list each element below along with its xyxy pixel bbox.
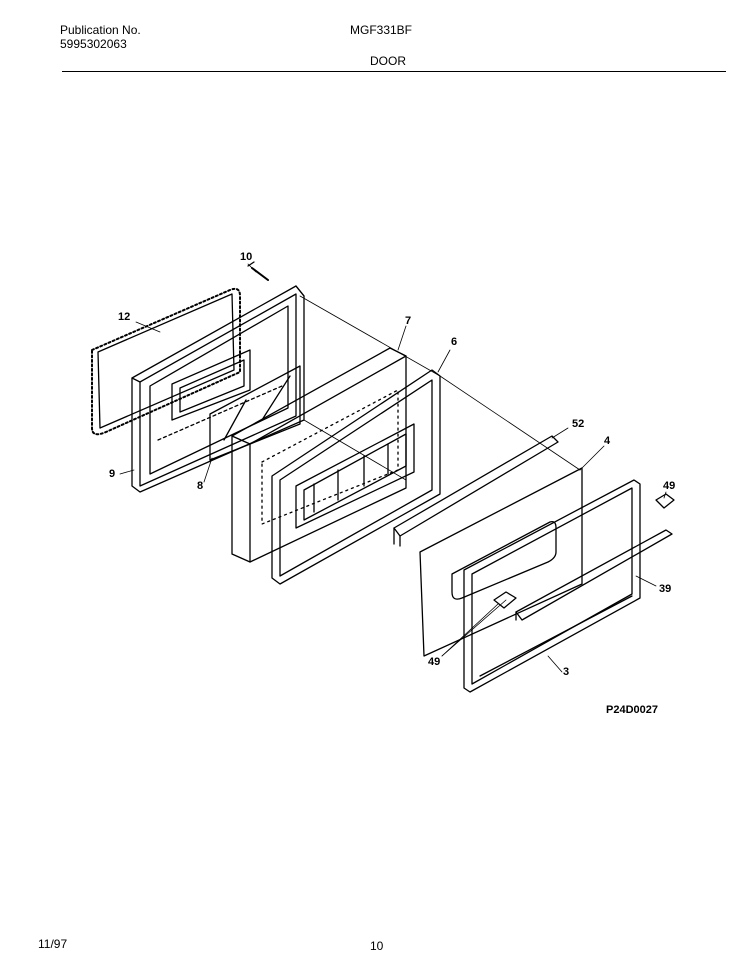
part-handle	[515, 529, 673, 621]
callout-12: 12	[118, 311, 131, 323]
drawing-code: P24D0027	[606, 704, 658, 716]
callout-49-handle: 49	[428, 656, 441, 668]
publication-number: 5995302063	[60, 37, 127, 51]
callout-39: 39	[659, 583, 672, 595]
header-rule	[62, 71, 726, 72]
part-inner-door-panel	[131, 285, 305, 493]
callout-52: 52	[572, 418, 585, 430]
callout-10: 10	[240, 251, 253, 263]
callout-3: 3	[563, 666, 570, 678]
part-door-frame	[271, 369, 441, 585]
part-gasket	[91, 287, 241, 436]
leader-lines	[119, 263, 667, 673]
part-outer-glass	[419, 467, 583, 657]
part-outer-door	[463, 479, 641, 693]
alignment-lines	[299, 295, 581, 481]
section-title: DOOR	[370, 54, 406, 68]
part-handle-cap	[493, 493, 675, 609]
callout-7: 7	[405, 315, 412, 327]
callout-4: 4	[604, 435, 611, 447]
part-inner-glass	[209, 365, 301, 461]
callout-6: 6	[451, 336, 458, 348]
page-number: 10	[370, 939, 384, 953]
footer-date: 11/97	[38, 937, 68, 951]
publication-label: Publication No.	[60, 23, 141, 37]
callout-49-cap: 49	[663, 480, 676, 492]
callout-8: 8	[197, 480, 204, 492]
callout-9: 9	[109, 468, 116, 480]
model-number: MGF331BF	[350, 23, 413, 37]
part-screw	[247, 261, 269, 281]
part-support-bar	[393, 435, 559, 547]
